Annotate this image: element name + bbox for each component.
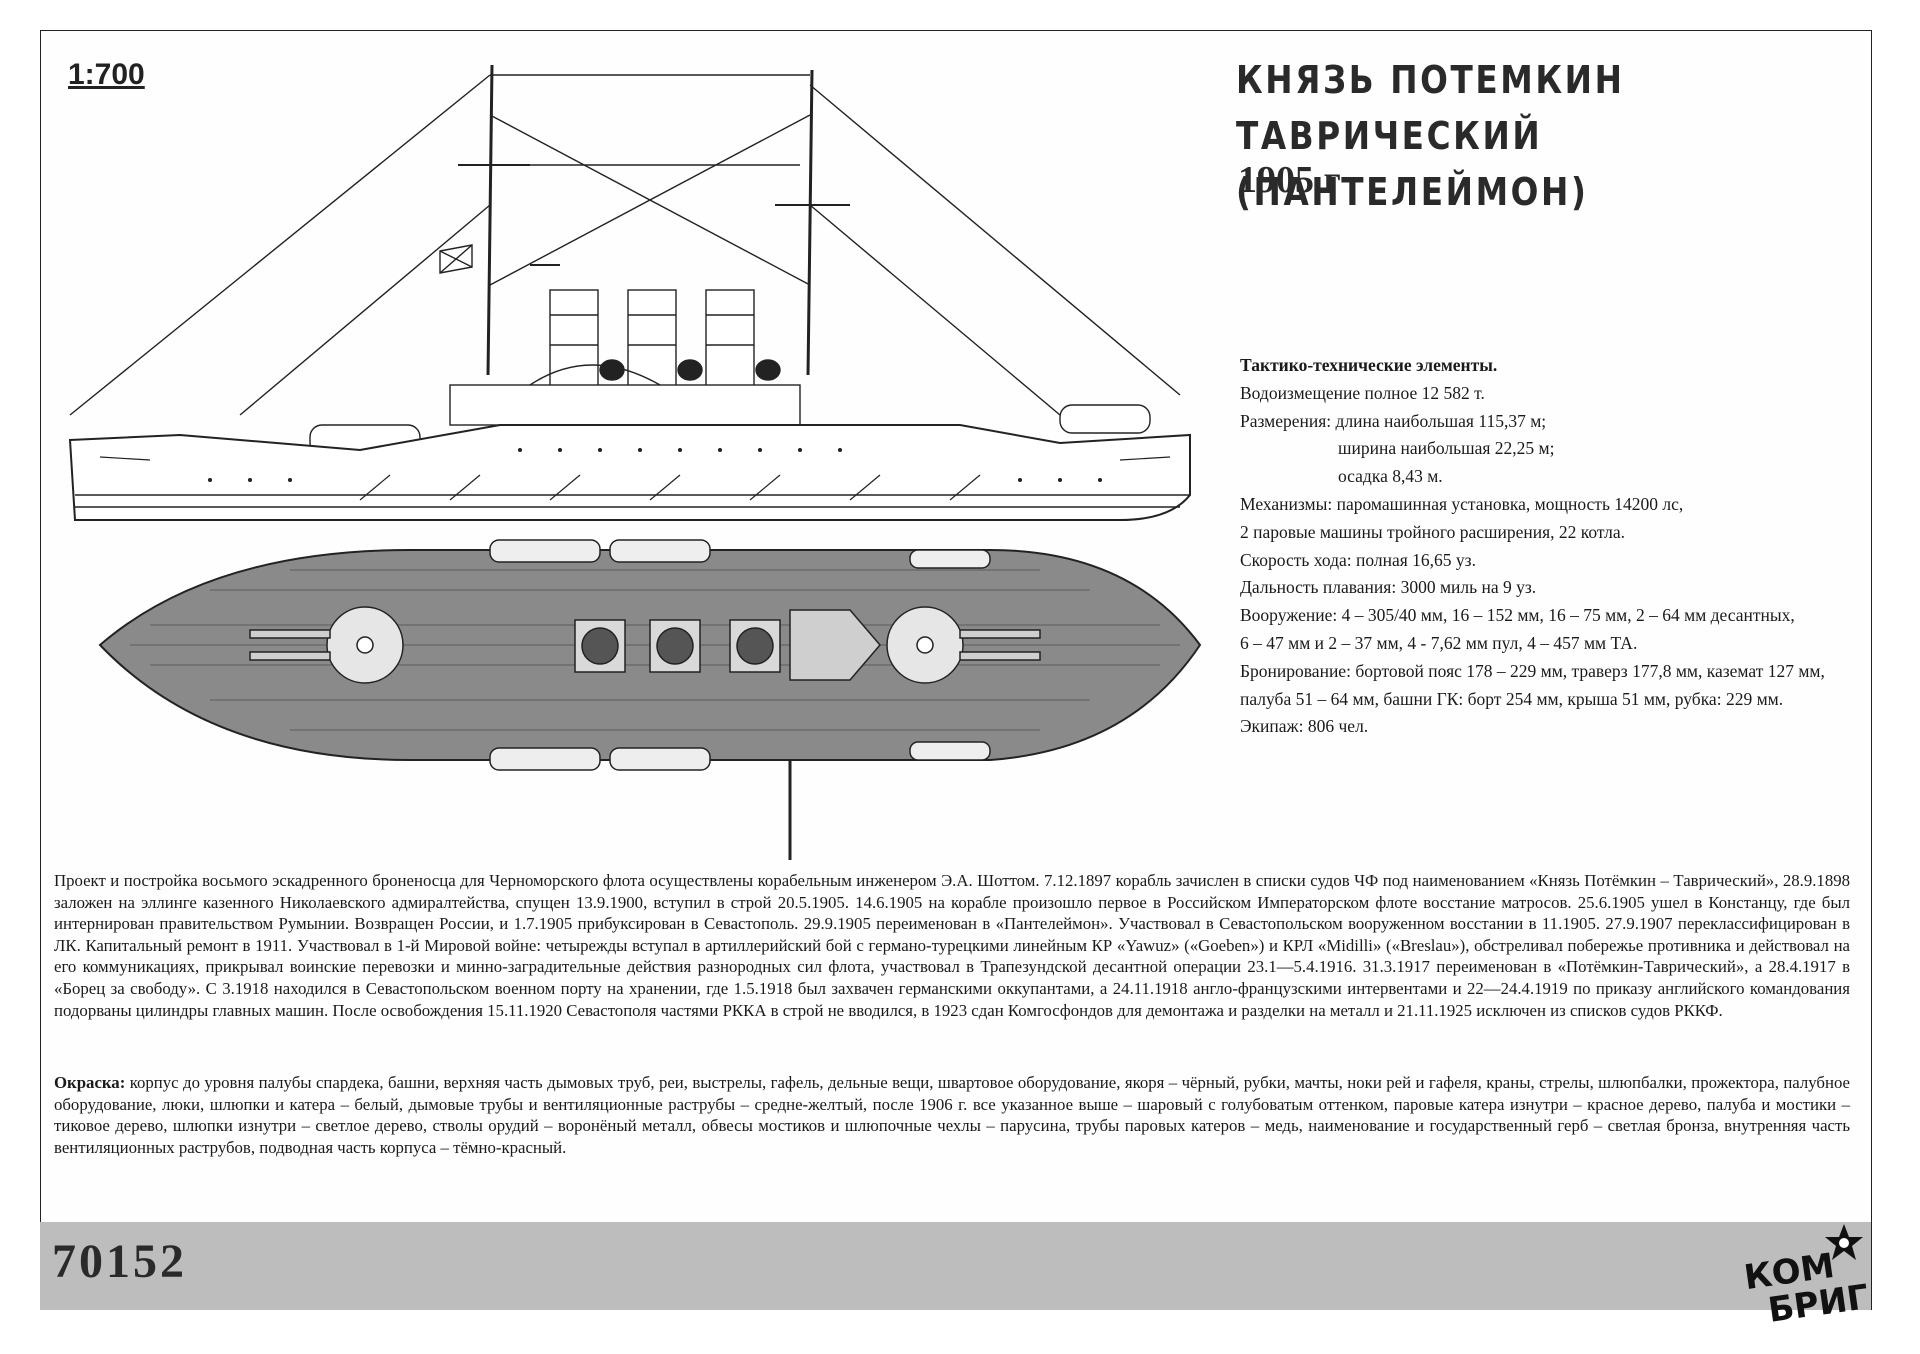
scale-label: 1:700 xyxy=(68,58,145,91)
spec-row: палуба 51 – 64 мм, башни ГК: борт 254 мм… xyxy=(1240,688,1784,709)
spec-row: осадка 8,43 м. xyxy=(1338,466,1443,487)
star-icon xyxy=(1825,1224,1863,1260)
paint-text: корпус до уровня палубы спардека, башни,… xyxy=(54,1073,1850,1157)
spec-row: Дальность плавания: 3000 миль на 9 уз. xyxy=(1240,577,1537,598)
paint-label: Окраска: xyxy=(54,1073,126,1092)
kit-number: 70152 xyxy=(52,1235,187,1288)
spec-row: Размерения: длина наибольшая 115,37 м; xyxy=(1240,410,1547,431)
history-paragraph: Проект и постройка восьмого эскадренного… xyxy=(54,871,1850,1020)
ship-title: КНЯЗЬ ПОТЕМКИН ТАВРИЧЕСКИЙ (ПАНТЕЛЕЙМОН) xyxy=(1236,52,1824,220)
spec-row: Водоизмещение полное 12 582 т. xyxy=(1240,382,1485,403)
ship-year: 1905 г xyxy=(1238,159,1341,201)
spec-row: 6 – 47 мм и 2 – 37 мм, 4 - 7,62 мм пул, … xyxy=(1240,632,1638,653)
side-profile-drawing xyxy=(68,64,1191,521)
footer-band xyxy=(40,1222,1871,1310)
ship-title-line2: (ПАНТЕЛЕЙМОН) xyxy=(1236,170,1589,214)
spec-row: Бронирование: бортовой пояс 178 – 229 мм… xyxy=(1240,660,1825,681)
ship-title-line1: КНЯЗЬ ПОТЕМКИН ТАВРИЧЕСКИЙ xyxy=(1236,58,1625,158)
plan-view-drawing xyxy=(98,539,1202,860)
spec-row: ширина наибольшая 22,25 м; xyxy=(1338,438,1555,459)
spec-row: 2 паровые машины тройного расширения, 22… xyxy=(1240,521,1625,542)
kombrig-logo: КОМ БРИГ xyxy=(1740,1222,1871,1332)
tactical-specs: Тактико-технические элементы. Водоизмеще… xyxy=(1240,352,1860,741)
specs-heading: Тактико-технические элементы. xyxy=(1240,355,1498,375)
spec-row: Экипаж: 806 чел. xyxy=(1240,716,1369,737)
spec-row: Вооружение: 4 – 305/40 мм, 16 – 152 мм, … xyxy=(1240,605,1795,626)
paint-paragraph: Окраска: корпус до уровня палубы спардек… xyxy=(54,1072,1850,1158)
spec-row: Скорость хода: полная 16,65 уз. xyxy=(1240,549,1476,570)
spec-row: Механизмы: паромашинная установка, мощно… xyxy=(1240,493,1684,514)
